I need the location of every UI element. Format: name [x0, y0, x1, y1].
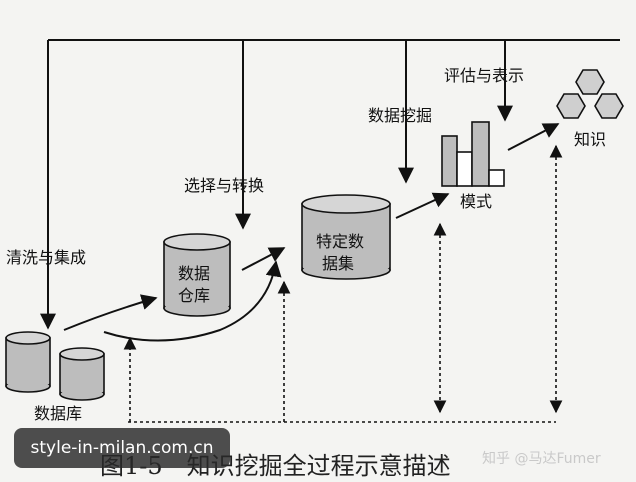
- pattern-chart-icon: [441, 121, 505, 187]
- label-target-line2: 据集: [322, 254, 355, 273]
- label-database: 数据库: [34, 404, 83, 423]
- data-warehouse-cylinder: [163, 233, 231, 317]
- label-evaluate-present: 评估与表示: [444, 66, 525, 85]
- site-banner[interactable]: style-in-milan.com.cn: [14, 428, 230, 468]
- label-knowledge: 知识: [574, 130, 607, 149]
- database-cylinder-1: [5, 331, 51, 393]
- label-select-transform: 选择与转换: [184, 176, 265, 195]
- database-cylinder-2: [59, 347, 105, 401]
- arrow-database-to-target-curve: [103, 260, 282, 342]
- zhihu-watermark: 知乎 @马达Fumer: [482, 451, 601, 467]
- label-warehouse-line2: 仓库: [178, 286, 211, 305]
- label-clean-integrate: 清洗与集成: [6, 248, 87, 267]
- label-pattern: 模式: [460, 192, 493, 211]
- label-data-mining: 数据挖掘: [368, 106, 433, 125]
- target-dataset-cylinder: [301, 194, 391, 280]
- knowledge-hexagon-icon: [556, 69, 624, 119]
- arrow-database-to-warehouse: [63, 294, 158, 331]
- arrow-target-to-pattern: [395, 192, 450, 219]
- arrow-warehouse-to-target: [241, 247, 286, 271]
- arrow-pattern-to-knowledge: [507, 123, 560, 151]
- site-banner-text: style-in-milan.com.cn: [30, 438, 214, 458]
- label-target-line1: 特定数: [316, 232, 365, 251]
- label-warehouse-line1: 数据: [178, 264, 211, 283]
